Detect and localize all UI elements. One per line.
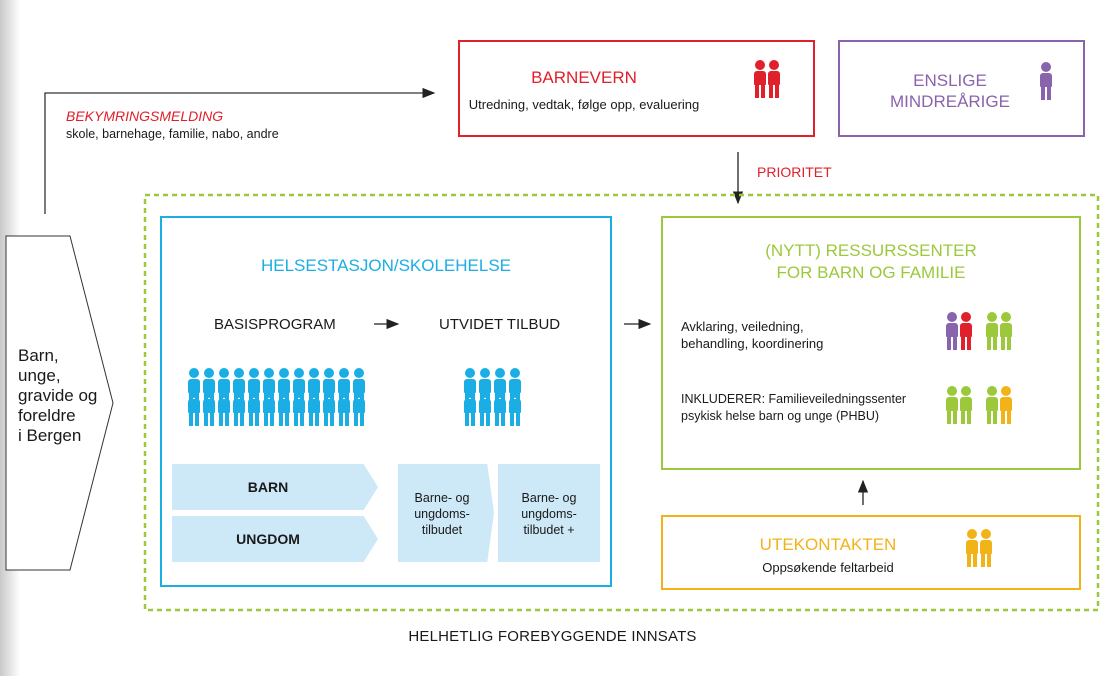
tile1-line: Barne- og	[414, 491, 470, 505]
item1-line: behandling, koordinering	[681, 336, 824, 351]
basisprogram-label: BASISPROGRAM	[214, 316, 336, 333]
target-group-line: foreldre	[18, 406, 76, 425]
target-group-text: Barn, unge, gravide og foreldre i Bergen	[18, 346, 97, 446]
helsestasjon-box: HELSESTASJON/SKOLEHELSE BASISPROGRAM UTV…	[160, 216, 612, 587]
person-icon	[464, 388, 476, 426]
item1-line: Avklaring, veiledning,	[681, 319, 804, 334]
target-group-line: Barn,	[18, 346, 59, 365]
person-icon	[293, 388, 305, 426]
bekymringsmelding-label: BEKYMRINGSMELDING skole, barnehage, fami…	[66, 108, 279, 143]
footer-caption: HELHETLIG FOREBYGGENDE INNSATS	[408, 628, 697, 645]
ressurssenter-title-line: FOR BARN OG FAMILIE	[776, 263, 966, 282]
person-icon	[960, 312, 972, 350]
tile2-line: tilbudet +	[523, 523, 575, 537]
person-icon	[509, 388, 521, 426]
tile2-line: ungdoms-	[521, 507, 577, 521]
target-group-line: gravide og	[18, 386, 98, 405]
person-icon	[338, 388, 350, 426]
barnevern-subtitle: Utredning, vedtak, følge opp, evaluering	[468, 97, 700, 112]
ungdom-label: UNGDOM	[236, 531, 300, 547]
enslige-line: ENSLIGE	[913, 71, 987, 90]
person-icon	[1000, 386, 1012, 424]
person-icon	[1000, 312, 1012, 350]
tile2-text: Barne- og ungdoms- tilbudet +	[498, 490, 600, 538]
target-group-line: unge,	[18, 366, 61, 385]
bekymringsmelding-subtitle: skole, barnehage, familie, nabo, andre	[66, 127, 279, 141]
tile1-text: Barne- og ungdoms- tilbudet	[398, 490, 494, 538]
person-icon	[308, 388, 320, 426]
ressurssenter-item2: INKLUDERER: Familieveiledningssenter psy…	[681, 391, 906, 425]
person-icon	[1040, 62, 1052, 100]
utekontakten-subtitle: Oppsøkende feltarbeid	[762, 560, 894, 575]
ressurssenter-title-line: (NYTT) RESSURSSENTER	[765, 241, 977, 260]
utekontakten-title: UTEKONTAKTEN	[759, 535, 897, 554]
person-icon	[479, 388, 491, 426]
barne-ungdomstilbudet-tile: Barne- og ungdoms- tilbudet	[398, 464, 494, 562]
ressurssenter-box: (NYTT) RESSURSSENTER FOR BARN OG FAMILIE…	[661, 216, 1081, 470]
person-icon	[203, 388, 215, 426]
helsestasjon-title: HELSESTASJON/SKOLEHELSE	[260, 256, 512, 275]
ressurssenter-item1: Avklaring, veiledning, behandling, koord…	[681, 318, 823, 352]
utekontakten-box: UTEKONTAKTEN Oppsøkende feltarbeid	[661, 515, 1081, 590]
bekymringsmelding-title: BEKYMRINGSMELDING	[66, 108, 224, 124]
tile2-line: Barne- og	[521, 491, 577, 505]
barne-ungdomstilbudet-plus-tile: Barne- og ungdoms- tilbudet +	[498, 464, 600, 562]
prioritet-label: PRIORITET	[757, 164, 832, 180]
person-icon	[188, 388, 200, 426]
enslige-line: MINDREÅRIGE	[890, 92, 1010, 111]
barn-label: BARN	[247, 479, 289, 495]
person-icon	[494, 388, 506, 426]
utvidet-label: UTVIDET TILBUD	[439, 316, 561, 333]
person-icon	[263, 388, 275, 426]
target-group-arrow-shape	[5, 235, 114, 571]
item2-line: INKLUDERER: Familieveiledningssenter	[681, 392, 907, 406]
person-icon	[218, 388, 230, 426]
tile1-line: ungdoms-	[414, 507, 470, 521]
ressurssenter-title: (NYTT) RESSURSSENTER FOR BARN OG FAMILIE	[663, 240, 1079, 284]
person-icon	[323, 388, 335, 426]
barn-stage: BARN	[172, 464, 378, 510]
person-icon	[946, 386, 958, 424]
person-icon	[754, 60, 766, 98]
enslige-title: ENSLIGE MINDREÅRIGE	[870, 70, 1030, 112]
person-icon	[946, 312, 958, 350]
item2-line: psykisk helse barn og unge (PHBU)	[681, 409, 880, 423]
person-icon	[233, 388, 245, 426]
barnevern-box: BARNEVERN Utredning, vedtak, følge opp, …	[458, 40, 815, 137]
person-icon	[278, 388, 290, 426]
barnevern-title: BARNEVERN	[531, 68, 637, 87]
enslige-box: ENSLIGE MINDREÅRIGE	[838, 40, 1085, 137]
person-icon	[980, 529, 992, 567]
person-icon	[960, 386, 972, 424]
tile1-line: tilbudet	[421, 523, 463, 537]
person-icon	[986, 386, 998, 424]
target-group-line: i Bergen	[18, 426, 82, 445]
person-icon	[353, 388, 365, 426]
person-icon	[768, 60, 780, 98]
person-icon	[248, 388, 260, 426]
person-icon	[986, 312, 998, 350]
ungdom-stage: UNGDOM	[172, 516, 378, 562]
person-icon	[966, 529, 978, 567]
